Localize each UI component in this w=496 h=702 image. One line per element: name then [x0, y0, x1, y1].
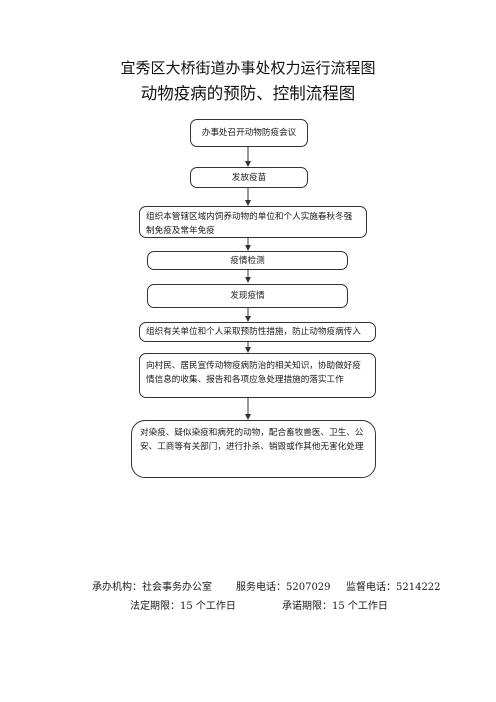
footer-service-phone: 服务电话：5207029 — [236, 582, 331, 593]
flow-step-6: 组织有关单位和个人采取预防性措施，防止动物疫病传入 — [139, 322, 376, 342]
footer-legal-limit: 法定期限：15 个工作日 — [130, 601, 236, 612]
flow-step-3: 组织本管辖区域内饲养动物的单位和个人实施春秋冬强制免疫及常年免疫 — [139, 206, 367, 238]
flow-step-2: 发放疫苗 — [190, 167, 308, 188]
flow-step-1: 办事处召开动物防疫会议 — [190, 119, 308, 147]
flow-step-8: 对染疫、疑似染疫和病死的动物，配合畜牧兽医、卫生、公安、工商等有关部门，进行扑杀… — [131, 420, 376, 478]
flow-step-5: 发现疫情 — [147, 284, 348, 308]
footer-promise-limit: 承诺期限：15 个工作日 — [282, 601, 388, 612]
page-subtitle: 动物疫病的预防、控制流程图 — [140, 84, 356, 103]
flow-step-4: 疫情检测 — [147, 251, 348, 270]
footer-org: 承办机构：社会事务办公室 — [92, 582, 212, 593]
footer-supervise-phone: 监督电话：5214222 — [346, 582, 441, 593]
page-title: 宜秀区大桥街道办事处权力运行流程图 — [120, 59, 376, 77]
flow-step-7: 向村民、居民宣传动物疫病防治的相关知识，协助做好疫情信息的收集、报告和各项应急处… — [139, 353, 376, 398]
